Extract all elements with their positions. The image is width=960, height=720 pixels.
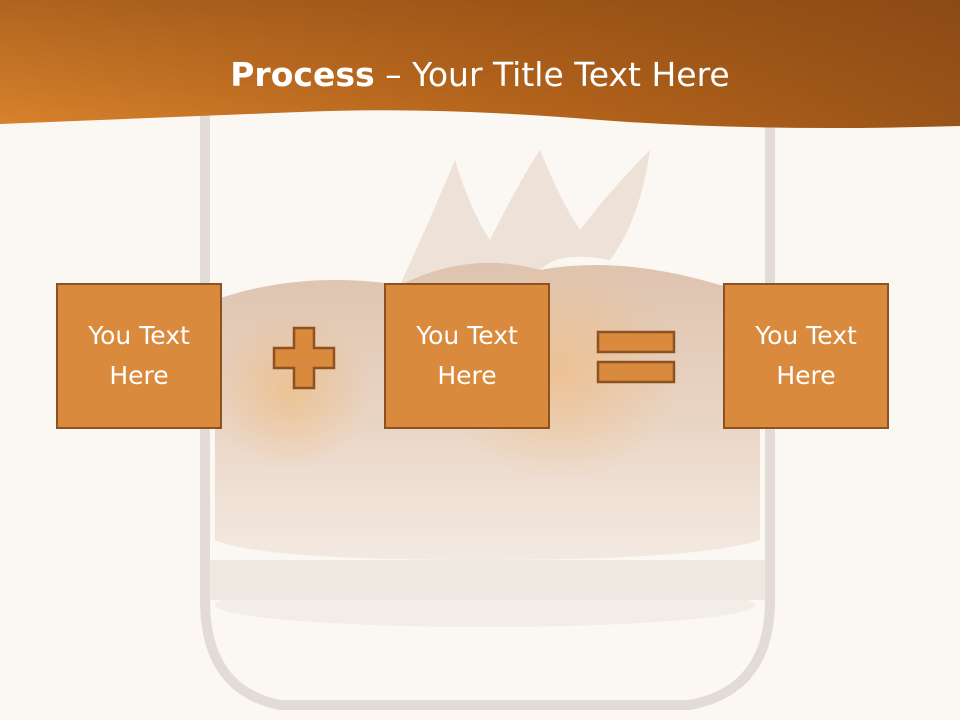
header-band <box>0 0 960 128</box>
process-box-2[interactable]: You Text Here <box>384 283 550 429</box>
process-box-2-text: You Text Here <box>416 321 518 390</box>
title-bold: Process <box>230 55 375 94</box>
process-box-1[interactable]: You Text Here <box>56 283 222 429</box>
equals-icon <box>596 330 676 384</box>
plus-icon <box>272 326 336 390</box>
process-box-3-text: You Text Here <box>755 321 857 390</box>
process-box-3[interactable]: You Text Here <box>723 283 889 429</box>
slide-title[interactable]: Process – Your Title Text Here <box>0 54 960 96</box>
title-rest: – Your Title Text Here <box>374 55 730 94</box>
process-box-1-text: You Text Here <box>88 321 190 390</box>
